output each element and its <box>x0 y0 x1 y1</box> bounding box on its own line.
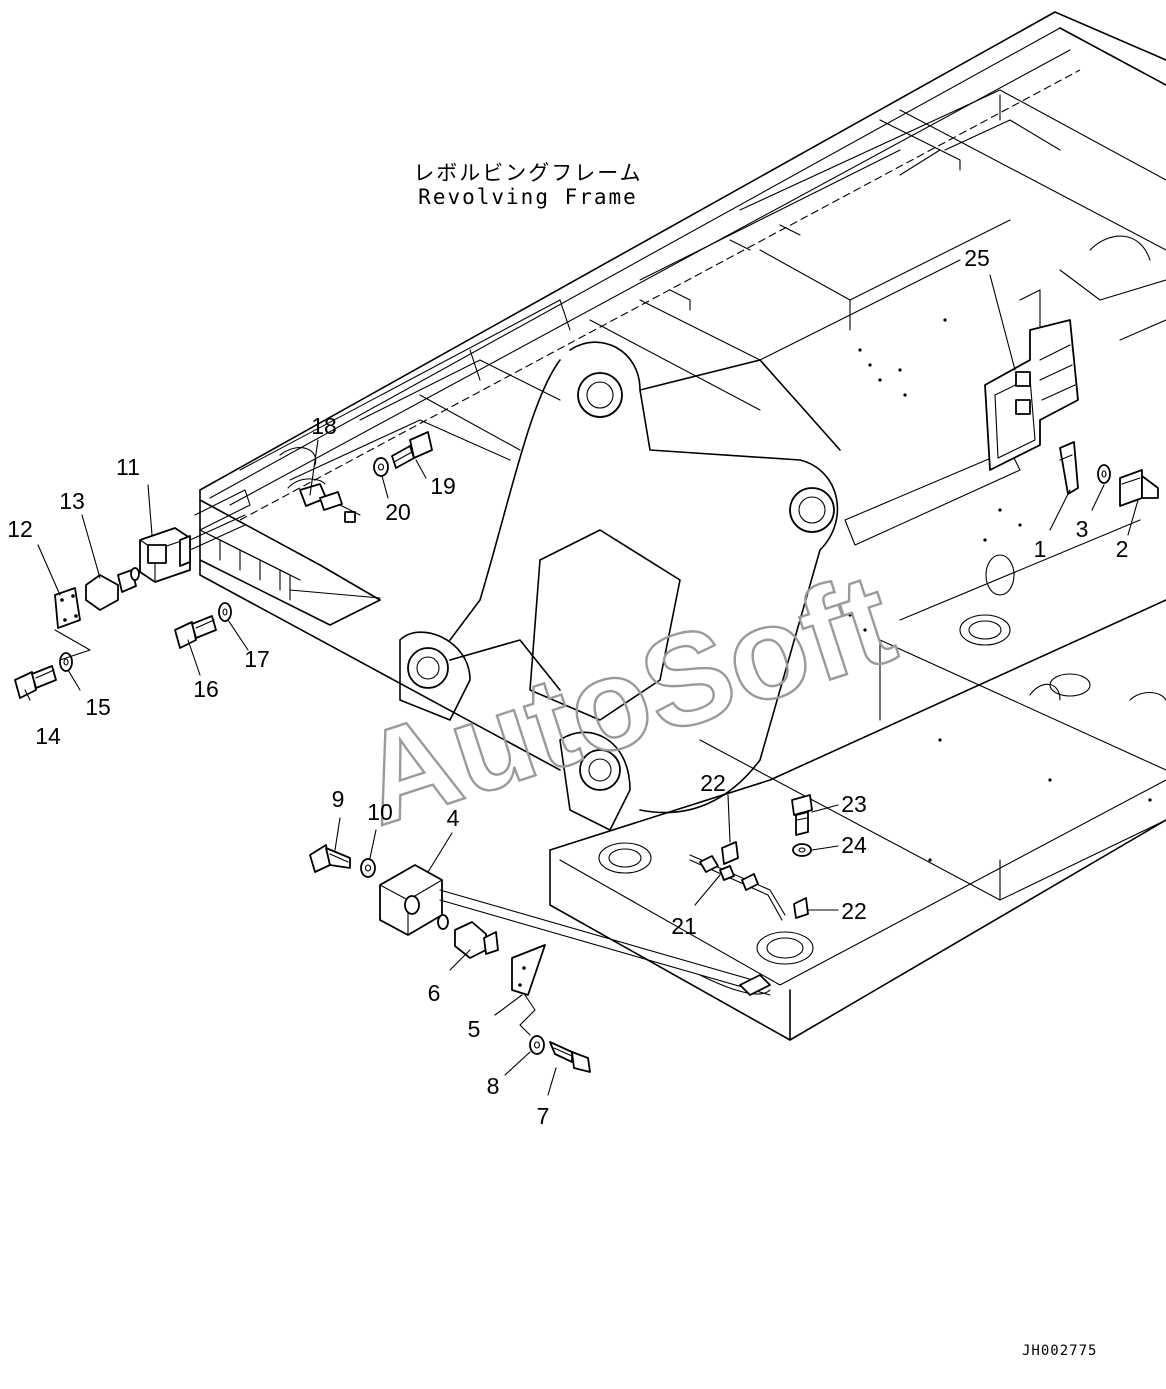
part-13-connector <box>85 567 140 611</box>
title-english: Revolving Frame <box>418 185 638 209</box>
part-3-washer <box>1097 464 1111 484</box>
callout-22-top: 22 <box>700 770 726 796</box>
part-2-bolt <box>1119 469 1159 507</box>
callout-17: 17 <box>244 646 270 672</box>
callout-7: 7 <box>537 1103 550 1129</box>
part-4-switch-box <box>379 864 771 996</box>
part-7-bolt <box>549 1041 591 1073</box>
callout-6: 6 <box>428 980 441 1006</box>
part-6-connector <box>437 914 499 959</box>
part-11-switch-box <box>139 514 246 583</box>
part-23-bolt <box>791 794 813 836</box>
rear-platform <box>194 489 381 626</box>
part-17-washer <box>218 602 232 622</box>
callout-16: 16 <box>193 676 219 702</box>
callout-23: 23 <box>841 791 867 817</box>
part-5-bracket <box>511 944 546 996</box>
callout-24: 24 <box>841 832 867 858</box>
part-16-bolt <box>174 615 217 649</box>
part-21-harness <box>689 854 786 921</box>
part-22-clip-lower <box>793 897 809 919</box>
callouts: 1 2 3 4 5 6 7 8 9 10 11 12 13 14 15 16 1… <box>7 245 1128 1129</box>
callout-4: 4 <box>447 805 460 831</box>
part-19-bolt <box>391 431 433 469</box>
part-14-bolt <box>14 665 57 699</box>
part-20-washer <box>373 457 389 477</box>
callout-8: 8 <box>487 1073 500 1099</box>
callout-1: 1 <box>1034 536 1047 562</box>
leader-lines <box>24 274 1139 1096</box>
part-9-bolt <box>309 844 351 873</box>
callout-10: 10 <box>367 799 393 825</box>
callout-25: 25 <box>964 245 990 271</box>
part-1-clip <box>1059 441 1079 495</box>
drawing-code: JH002775 <box>1022 1343 1097 1359</box>
callout-18: 18 <box>311 413 337 439</box>
callout-13: 13 <box>59 488 85 514</box>
callout-5: 5 <box>468 1016 481 1042</box>
part-25-bracket <box>984 319 1079 471</box>
part-24-washer <box>792 843 812 857</box>
callout-12: 12 <box>7 516 33 542</box>
callout-21: 21 <box>671 913 697 939</box>
part-12-plate <box>54 587 81 629</box>
callout-22-bottom: 22 <box>841 898 867 924</box>
callout-11: 11 <box>116 454 140 480</box>
callout-9: 9 <box>332 786 345 812</box>
callout-3: 3 <box>1076 516 1089 542</box>
part-8-washer <box>529 1035 545 1055</box>
callout-14: 14 <box>35 723 61 749</box>
callout-20: 20 <box>385 499 411 525</box>
revolving-frame <box>199 11 1166 1041</box>
part-22-clip <box>721 841 739 865</box>
title-japanese: レボルビングフレーム <box>413 161 642 185</box>
callout-15: 15 <box>85 694 111 720</box>
callout-2: 2 <box>1116 536 1129 562</box>
part-18-harness-clamp <box>287 478 361 523</box>
part-15-washer <box>59 652 73 672</box>
part-10-washer <box>360 858 376 878</box>
callout-19: 19 <box>430 473 456 499</box>
